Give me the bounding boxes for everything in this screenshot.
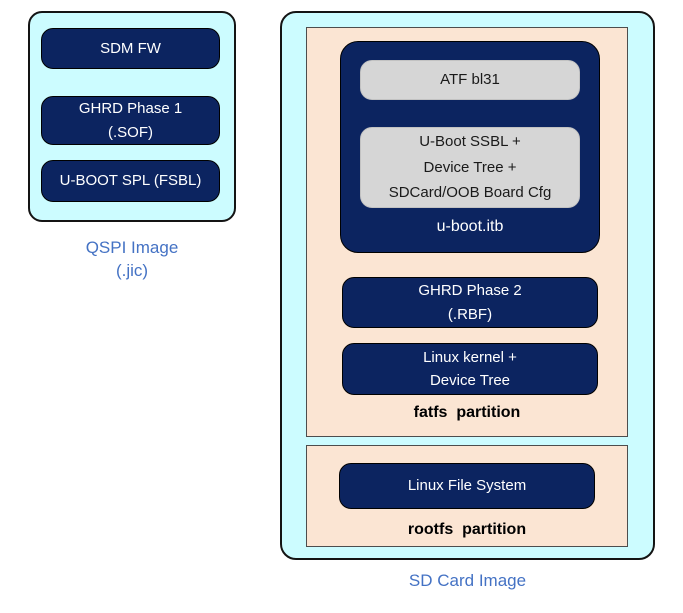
linux-file-system-block: Linux File System [339, 463, 595, 509]
sd-card-image-container: ATF bl31 U-Boot SSBL + Device Tree + SDC… [280, 11, 655, 560]
sd-card-image-caption: SD Card Image [408, 571, 527, 590]
uboot-itb-caption: u-boot.itb [436, 218, 504, 235]
ghrd-phase1-block: GHRD Phase 1 (.SOF) [41, 96, 220, 145]
ghrd-phase2-block: GHRD Phase 2 (.RBF) [342, 277, 598, 328]
uboot-spl-block: U-BOOT SPL (FSBL) [41, 160, 220, 202]
rootfs-partition: Linux File System rootfs partition [306, 445, 628, 547]
fatfs-partition-caption: fatfs partition [413, 404, 521, 421]
rootfs-partition-caption: rootfs partition [407, 521, 527, 538]
sdm-fw-block: SDM FW [41, 28, 220, 69]
uboot-ssbl-block: U-Boot SSBL + Device Tree + SDCard/OOB B… [360, 127, 580, 208]
fatfs-partition: ATF bl31 U-Boot SSBL + Device Tree + SDC… [306, 27, 628, 437]
atf-bl31-block: ATF bl31 [360, 60, 580, 100]
linux-kernel-block: Linux kernel + Device Tree [342, 343, 598, 395]
qspi-image-caption: QSPI Image (.jic) [85, 238, 179, 280]
qspi-image-container: SDM FW GHRD Phase 1 (.SOF) U-BOOT SPL (F… [28, 11, 236, 222]
uboot-itb-group: ATF bl31 U-Boot SSBL + Device Tree + SDC… [340, 41, 600, 253]
